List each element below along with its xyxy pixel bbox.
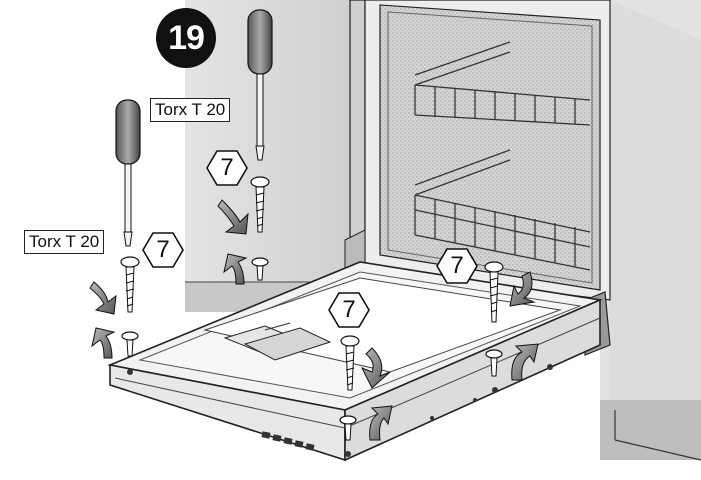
callout-label: 7 bbox=[156, 236, 170, 263]
dishwasher-door bbox=[107, 261, 603, 462]
arrow-up-door-right bbox=[511, 343, 539, 381]
screw-top-right-wall bbox=[250, 176, 270, 233]
step-number-badge: 19 bbox=[156, 8, 216, 68]
step-number: 19 bbox=[168, 18, 205, 57]
callout-label: 7 bbox=[450, 252, 464, 279]
hexagon-icon bbox=[436, 248, 478, 284]
screw-top-left-wall bbox=[120, 256, 140, 313]
tool-label-right: Torx T 20 bbox=[150, 98, 231, 122]
callout-label: 7 bbox=[342, 296, 356, 323]
screw-door-right bbox=[484, 261, 504, 323]
screwdriver-left bbox=[115, 99, 141, 247]
hexagon-icon bbox=[328, 292, 370, 328]
callout-screw-left-wall: 7 bbox=[142, 232, 184, 268]
screw-hole-door-right bbox=[485, 349, 503, 377]
arrow-down-door-right bbox=[509, 271, 536, 307]
screw-hole-left-door bbox=[121, 331, 139, 357]
arrow-up-right-wall bbox=[223, 253, 248, 285]
arrow-down-left-wall bbox=[89, 281, 117, 315]
hexagon-icon bbox=[206, 150, 248, 186]
arrow-up-door-front bbox=[369, 405, 393, 441]
tool-label-left: Torx T 20 bbox=[24, 230, 105, 254]
screwdriver-right bbox=[247, 9, 273, 161]
callout-screw-door-center: 7 bbox=[328, 292, 370, 328]
callout-screw-right-wall: 7 bbox=[206, 150, 248, 186]
screw-hole-door-front bbox=[339, 415, 357, 441]
arrow-up-left-door bbox=[91, 327, 116, 359]
callout-label: 7 bbox=[220, 154, 234, 181]
arrow-down-door-center bbox=[360, 347, 391, 389]
screw-door-center bbox=[340, 335, 360, 391]
callout-screw-door-right: 7 bbox=[436, 248, 478, 284]
screw-hole-right-wall bbox=[251, 257, 269, 281]
hexagon-icon bbox=[142, 232, 184, 268]
arrow-down-right-wall bbox=[217, 199, 249, 235]
dishwasher-frame bbox=[344, 0, 611, 356]
